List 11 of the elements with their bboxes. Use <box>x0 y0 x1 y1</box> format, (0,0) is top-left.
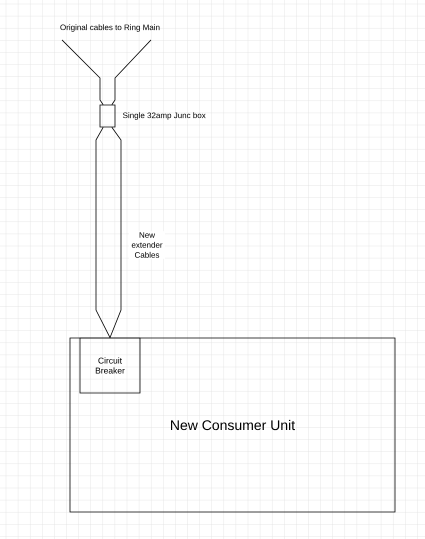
cable-line <box>96 127 110 338</box>
cable-line <box>112 40 152 105</box>
unit-label: New Consumer Unit <box>171 420 295 430</box>
box-caption: Single 32amp Junc box <box>122 112 206 120</box>
edge-label: New extender Cables <box>129 231 165 259</box>
circuit-breaker-box: Circuit Breaker <box>80 338 140 394</box>
cable-line <box>110 127 122 338</box>
cable-line <box>62 40 104 105</box>
junction-box <box>100 104 116 128</box>
cable-label: Original cables to Ring Main <box>60 24 160 32</box>
consumer-unit <box>70 338 396 512</box>
